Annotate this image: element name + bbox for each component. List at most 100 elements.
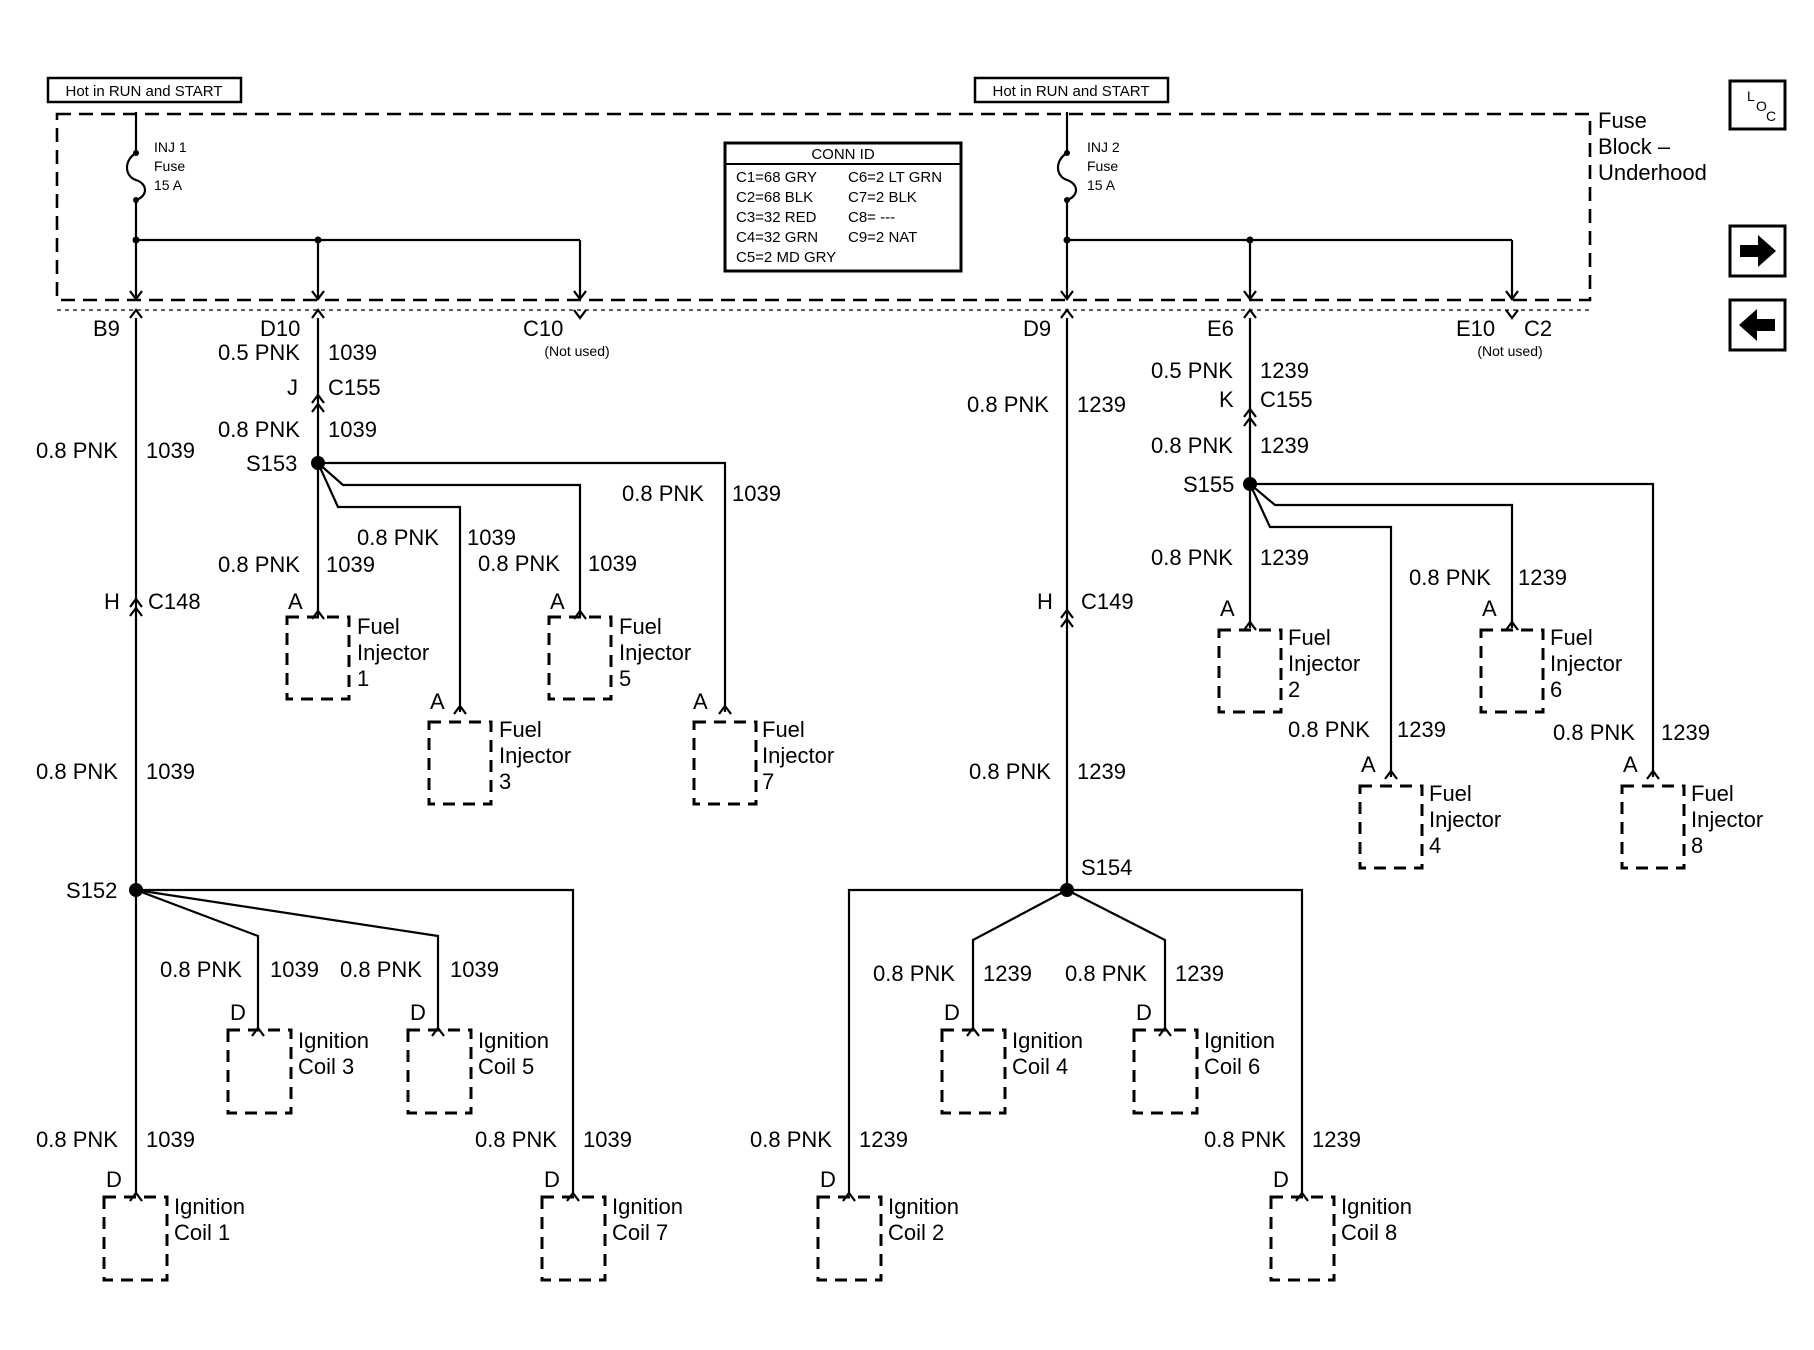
svg-text:C7=2 BLK: C7=2 BLK	[848, 189, 917, 206]
arrow-left-icon	[1739, 309, 1775, 341]
connector-c155-left: C155	[328, 375, 381, 400]
svg-text:Injector: Injector	[1691, 807, 1763, 832]
svg-text:1239: 1239	[1077, 759, 1126, 784]
svg-text:Ignition: Ignition	[478, 1028, 549, 1053]
svg-text:Ignition: Ignition	[1204, 1028, 1275, 1053]
svg-text:Fuse: Fuse	[154, 158, 185, 174]
svg-text:CONN ID: CONN ID	[811, 146, 875, 163]
svg-text:5: 5	[619, 666, 631, 691]
terminal-c10: C10	[523, 316, 563, 341]
svg-text:0.8 PNK: 0.8 PNK	[1151, 433, 1233, 458]
svg-text:Fuel: Fuel	[619, 614, 662, 639]
svg-text:Coil 8: Coil 8	[1341, 1220, 1397, 1245]
svg-text:Ignition: Ignition	[1341, 1194, 1412, 1219]
svg-text:D: D	[106, 1167, 122, 1192]
svg-text:0.8 PNK: 0.8 PNK	[478, 551, 560, 576]
s152-branches	[134, 888, 575, 1195]
svg-text:Coil 6: Coil 6	[1204, 1054, 1260, 1079]
svg-text:0.8 PNK: 0.8 PNK	[1409, 565, 1491, 590]
svg-text:0.8 PNK: 0.8 PNK	[218, 417, 300, 442]
svg-text:O: O	[1756, 98, 1767, 114]
svg-text:Coil 4: Coil 4	[1012, 1054, 1068, 1079]
svg-text:0.8 PNK: 0.8 PNK	[1151, 545, 1233, 570]
svg-text:1: 1	[357, 666, 369, 691]
svg-text:4: 4	[1429, 833, 1441, 858]
svg-text:INJ 1: INJ 1	[154, 139, 187, 155]
svg-text:Hot in RUN and START: Hot in RUN and START	[66, 83, 223, 100]
svg-text:Fuel: Fuel	[762, 717, 805, 742]
ignition-coil-5: D Ignition Coil 5	[406, 1000, 549, 1115]
svg-text:1239: 1239	[1077, 392, 1126, 417]
svg-text:0.8 PNK: 0.8 PNK	[218, 552, 300, 577]
svg-text:1239: 1239	[1397, 717, 1446, 742]
wire-d9-trunk	[1060, 318, 1074, 890]
svg-text:1039: 1039	[583, 1127, 632, 1152]
svg-text:Ignition: Ignition	[888, 1194, 959, 1219]
svg-text:Injector: Injector	[1288, 651, 1360, 676]
svg-text:0.8 PNK: 0.8 PNK	[1288, 717, 1370, 742]
svg-text:8: 8	[1691, 833, 1703, 858]
wire-e6	[1243, 318, 1257, 484]
prev-page-button[interactable]	[1728, 298, 1787, 352]
svg-text:Coil 5: Coil 5	[478, 1054, 534, 1079]
svg-text:D: D	[944, 1000, 960, 1025]
svg-text:D: D	[230, 1000, 246, 1025]
svg-text:2: 2	[1288, 677, 1300, 702]
connector-c149: C149	[1081, 589, 1134, 614]
svg-text:0.8 PNK: 0.8 PNK	[36, 759, 118, 784]
svg-text:1039: 1039	[146, 438, 195, 463]
svg-text:D: D	[1273, 1167, 1289, 1192]
svg-text:1239: 1239	[859, 1127, 908, 1152]
fuse-block-label: Fuse Block – Underhood	[1598, 108, 1707, 185]
connector-h-right: H	[1037, 589, 1053, 614]
svg-text:0.8 PNK: 0.8 PNK	[1065, 961, 1147, 986]
svg-text:1239: 1239	[1312, 1127, 1361, 1152]
svg-text:1239: 1239	[1260, 433, 1309, 458]
svg-text:0.8 PNK: 0.8 PNK	[967, 392, 1049, 417]
fuel-injector-6: A Fuel Injector 6	[1479, 596, 1622, 714]
connector-k: K	[1219, 387, 1234, 412]
right-fuse-bus	[1060, 236, 1519, 301]
wire-b9-trunk	[129, 318, 143, 890]
fuel-injector-1: A Fuel Injector 1	[285, 589, 429, 701]
not-used-e10: (Not used)	[1477, 343, 1542, 359]
svg-text:1039: 1039	[328, 340, 377, 365]
svg-text:1039: 1039	[450, 957, 499, 982]
svg-text:D: D	[544, 1167, 560, 1192]
svg-text:D: D	[820, 1167, 836, 1192]
svg-text:Ignition: Ignition	[298, 1028, 369, 1053]
next-page-button[interactable]	[1728, 224, 1787, 278]
svg-text:Coil 2: Coil 2	[888, 1220, 944, 1245]
c2-terminal-marks	[129, 308, 1519, 320]
svg-text:Fuse: Fuse	[1598, 108, 1647, 133]
svg-text:1239: 1239	[1661, 720, 1710, 745]
svg-text:0.8 PNK: 0.8 PNK	[873, 961, 955, 986]
svg-text:Injector: Injector	[762, 743, 834, 768]
svg-text:A: A	[430, 689, 445, 714]
ignition-coil-6: D Ignition Coil 6	[1132, 1000, 1275, 1115]
svg-text:Injector: Injector	[357, 640, 429, 665]
svg-text:1039: 1039	[588, 551, 637, 576]
terminal-b9: B9	[93, 316, 120, 341]
svg-text:Underhood: Underhood	[1598, 160, 1707, 185]
svg-text:0.8 PNK: 0.8 PNK	[1204, 1127, 1286, 1152]
s154-branches	[847, 888, 1304, 1195]
splice-s152-label: S152	[66, 878, 117, 903]
left-fuse-bus	[129, 236, 587, 301]
svg-text:Fuel: Fuel	[1550, 625, 1593, 650]
svg-text:INJ 2: INJ 2	[1087, 139, 1120, 155]
svg-text:0.5 PNK: 0.5 PNK	[218, 340, 300, 365]
svg-text:Coil 1: Coil 1	[174, 1220, 230, 1245]
inj-2-fuse: INJ 2 Fuse 15 A	[1056, 112, 1120, 240]
loc-button[interactable]: L O C	[1728, 79, 1787, 131]
svg-text:A: A	[1482, 596, 1497, 621]
svg-text:D: D	[1136, 1000, 1152, 1025]
svg-text:C5=2 MD GRY: C5=2 MD GRY	[736, 249, 836, 266]
svg-text:Ignition: Ignition	[174, 1194, 245, 1219]
hot-label-right: Hot in RUN and START	[973, 76, 1170, 104]
fuel-injector-5: A Fuel Injector 5	[547, 589, 691, 701]
splice-s153-label: S153	[246, 451, 297, 476]
connector-c148: C148	[148, 589, 201, 614]
ignition-coil-4: D Ignition Coil 4	[940, 1000, 1083, 1115]
